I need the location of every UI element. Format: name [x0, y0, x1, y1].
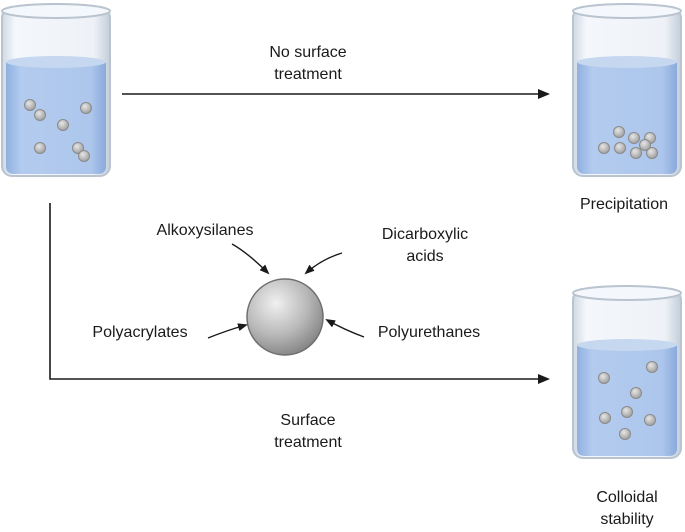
beaker-colloidal: [572, 285, 682, 459]
particle: [646, 361, 658, 373]
dispersed-particles: [24, 99, 92, 162]
particle: [630, 147, 642, 159]
particle: [24, 99, 36, 111]
particle: [644, 414, 656, 426]
particle: [621, 406, 633, 418]
particle: [614, 142, 626, 154]
label-colloidal-stability: Colloidal stability: [596, 489, 658, 528]
particle: [630, 387, 642, 399]
label-no-surface-treatment: No surface treatment: [269, 44, 347, 83]
particle: [646, 147, 658, 159]
nanoparticle-sphere: [246, 278, 324, 356]
arrow-dicarboxylic-acids: [304, 252, 343, 275]
particle: [613, 126, 625, 138]
particle: [639, 139, 651, 151]
label-alkoxysilanes: Alkoxysilanes: [156, 222, 254, 239]
label-surface-treatment: Surface treatment: [274, 412, 342, 451]
label-precipitation: Precipitation: [579, 196, 669, 213]
label-dicarboxylic-acids: Dicarboxylic acids: [381, 226, 469, 265]
beaker-precipitation: [572, 3, 682, 177]
arrow-polyurethanes: [325, 319, 365, 338]
arrow-surface-treatment: [49, 203, 550, 384]
particle: [34, 142, 46, 154]
particle: [619, 428, 631, 440]
label-polyurethanes: Polyurethanes: [377, 324, 481, 341]
particle: [72, 142, 84, 154]
stable-particles: [598, 361, 658, 440]
particle: [57, 119, 69, 131]
particle: [628, 132, 640, 144]
particle: [599, 412, 611, 424]
arrow-polyacrylates: [207, 323, 248, 339]
particle: [78, 150, 90, 162]
beaker-start: [1, 3, 111, 177]
label-polyacrylates: Polyacrylates: [92, 324, 188, 341]
particle: [598, 372, 610, 384]
settled-particles: [598, 126, 658, 159]
particle: [598, 142, 610, 154]
particle: [34, 109, 46, 121]
particle: [80, 102, 92, 114]
arrow-alkoxysilanes: [231, 243, 270, 275]
